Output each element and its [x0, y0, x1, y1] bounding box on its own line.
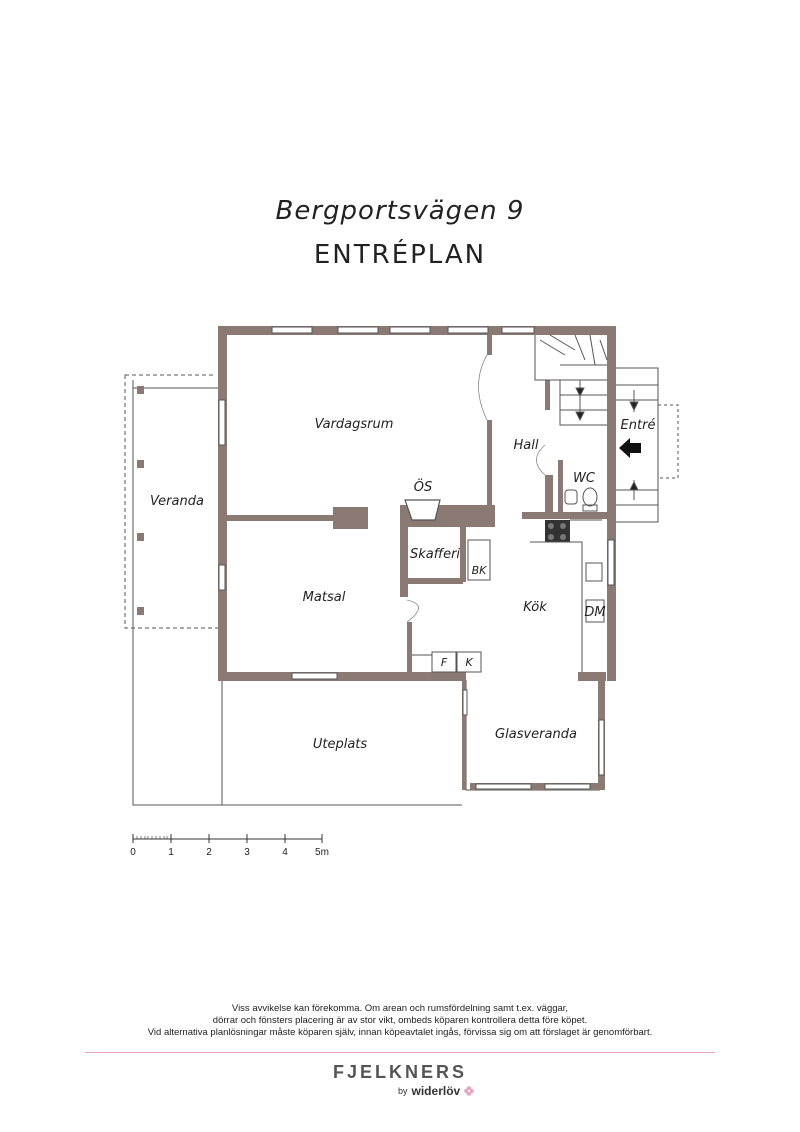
scale-labels: 0 1 2 3 4 5m [130, 847, 329, 858]
window-north-2 [337, 326, 379, 334]
room-label-wc: WC [573, 471, 596, 486]
window-north-4 [447, 326, 489, 334]
wall-south-west [218, 672, 466, 681]
disclaimer-line: Viss avvikelse kan förekomma. Om arean o… [231, 1003, 569, 1014]
scale-label: 1 [168, 847, 174, 858]
brand-by: by [398, 1086, 408, 1096]
room-label-vardagsrum: Vardagsrum [315, 417, 394, 432]
room-label-skafferi: Skafferi [410, 547, 460, 562]
scale-label: 4 [282, 847, 288, 858]
disclaimer-line: Vid alternativa planlösningar måste köpa… [147, 1027, 653, 1038]
room-label-os: ÖS [414, 478, 432, 495]
veranda-dashed-edge [124, 374, 222, 629]
wall-chimney-block [333, 507, 368, 529]
disclaimer: Viss avvikelse kan förekomma. Om arean o… [0, 1003, 800, 1039]
wall-kok-north [522, 512, 607, 519]
wall-hall-left [487, 420, 492, 515]
room-label-veranda: Veranda [150, 494, 204, 509]
veranda-posts [137, 386, 144, 615]
freezer-box [456, 651, 482, 673]
scale-bar [132, 834, 323, 843]
flower-icon [464, 1086, 475, 1096]
window-west-1 [218, 399, 226, 446]
uteplats-outline [221, 680, 462, 806]
wall-stair-side [545, 380, 550, 410]
wall-skafferi-west [400, 527, 408, 597]
scale-label: 5m [315, 847, 329, 858]
floor-plan: Vardagsrum Hall Entré WC Veranda ÖS Skaf… [124, 326, 679, 858]
plan-level-title: ENTRÉPLAN [313, 240, 487, 270]
entre-steps [616, 367, 679, 523]
window-glasveranda-south-2 [544, 783, 591, 790]
disclaimer-line: dörrar och fönsters placering är av stor… [212, 1015, 588, 1026]
scale-label: 3 [244, 847, 250, 858]
fridge-box [431, 651, 457, 673]
divider [85, 1052, 715, 1053]
window-glasveranda-west [462, 689, 468, 716]
scale-label: 0 [130, 847, 136, 858]
plan-address-title: Bergportsvägen 9 [275, 196, 525, 226]
wall-vardag-matsal [227, 515, 337, 521]
window-glasveranda-east [598, 719, 605, 776]
scale-label: 2 [206, 847, 212, 858]
kitchen-fixtures [412, 519, 605, 673]
brand-partner: widerlöv [411, 1084, 461, 1098]
room-label-glasveranda: Glasveranda [495, 727, 577, 742]
wall-skafferi-south [408, 578, 463, 584]
door-swings [406, 354, 546, 623]
bk-box [467, 539, 491, 581]
window-glasveranda-south-1 [475, 783, 532, 790]
windows [218, 326, 615, 790]
window-north-5 [501, 326, 535, 334]
room-label-k: K [465, 656, 473, 669]
room-label-kok: Kök [523, 600, 547, 615]
wall-east [607, 326, 616, 681]
wall-wc-west [558, 460, 563, 515]
wall-south-east [578, 672, 606, 681]
brand-subline: by widerlöv [398, 1084, 475, 1098]
entrance-arrow-icon [619, 438, 641, 458]
staircase [534, 334, 608, 426]
room-label-bk: BK [472, 564, 488, 577]
veranda-outline [132, 380, 222, 806]
wall-skafferi-east [460, 527, 466, 582]
wall-glasveranda-west [462, 672, 466, 790]
window-east [607, 539, 615, 586]
wall-west [218, 326, 227, 681]
wall-kok-stub [407, 622, 412, 672]
wall-hall-upper [487, 335, 492, 355]
brand-logo: FJELKNERS [332, 1062, 467, 1082]
room-label-matsal: Matsal [303, 590, 346, 605]
wc-fixtures [564, 487, 598, 512]
room-label-uteplats: Uteplats [313, 737, 368, 752]
window-north-1 [271, 326, 313, 334]
fireplace-icon [404, 499, 441, 521]
window-north-3 [389, 326, 431, 334]
dishwasher-box [585, 599, 605, 623]
sink-icon [585, 562, 603, 582]
room-label-hall: Hall [514, 438, 539, 453]
wall-glasveranda-south [470, 783, 605, 790]
room-label-entre: Entré [621, 418, 656, 433]
room-label-f: F [441, 656, 448, 669]
room-label-dm: DM [584, 605, 605, 620]
window-south [291, 672, 338, 680]
wall-wc-stub [545, 475, 553, 515]
window-west-2 [218, 564, 226, 591]
